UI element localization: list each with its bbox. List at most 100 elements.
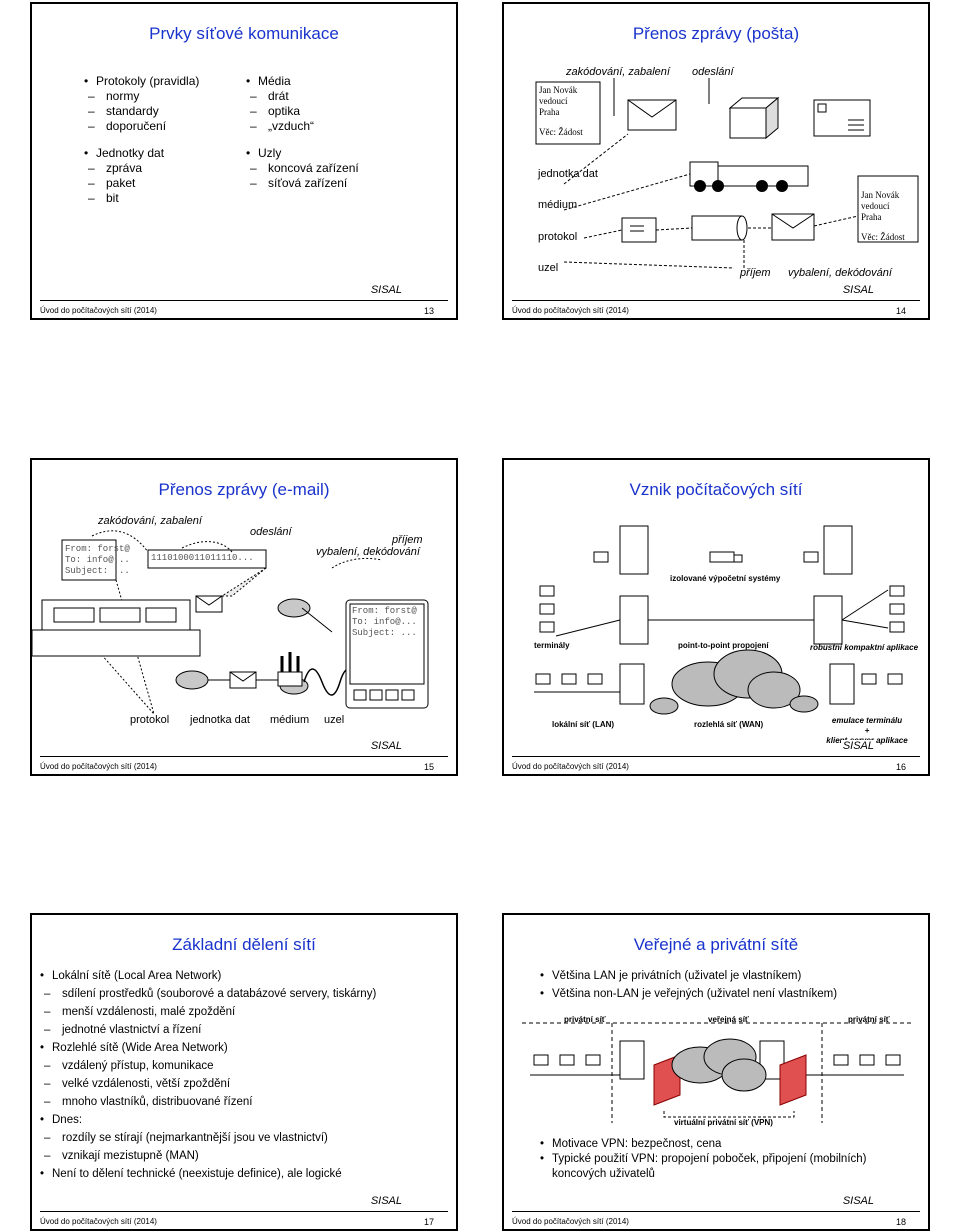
slide-footer: SISAL Úvod do počítačových sítí (2014) 1… xyxy=(504,1195,928,1229)
label-isolated: izolované výpočetní systémy xyxy=(670,574,781,583)
label-send: odeslání xyxy=(250,526,292,538)
label-p2p: point-to-point propojení xyxy=(678,641,769,650)
sub-bullet-item: bit xyxy=(84,191,234,206)
sub-bullet-item: velké vzdálenosti, větší zpoždění xyxy=(40,1075,450,1093)
sub-bullet-item: „vzduch“ xyxy=(246,119,416,134)
spacer xyxy=(246,134,416,146)
mail-header-received: From: forst@To: info@...Subject: ... xyxy=(352,606,417,638)
sub-bullet-item: normy xyxy=(84,89,234,104)
slide-footer: SISAL Úvod do počítačových sítí (2014) 1… xyxy=(32,284,456,318)
bullet-item: Typické použití VPN: propojení poboček, … xyxy=(540,1152,910,1182)
footer-brand: SISAL xyxy=(368,740,404,752)
slide-number: 15 xyxy=(423,762,434,772)
bullet-list-left: Protokoly (pravidla)normystandardydoporu… xyxy=(84,74,234,206)
label-node: uzel xyxy=(324,714,345,726)
footer-course: Úvod do počítačových sítí (2014) xyxy=(512,762,629,771)
label-private-1: privátní síť xyxy=(564,1015,606,1024)
slide-number: 17 xyxy=(423,1217,434,1227)
label-node: uzel xyxy=(538,262,559,274)
slide-title: Přenos zprávy (e-mail) xyxy=(158,480,330,499)
label-private-2: privátní síť xyxy=(848,1015,890,1024)
slide-number: 13 xyxy=(423,306,434,316)
label-send: odeslání xyxy=(692,66,734,78)
label-wan: rozlehlá síť (WAN) xyxy=(694,720,764,729)
sub-bullet-item: standardy xyxy=(84,104,234,119)
label-lan: lokální síť (LAN) xyxy=(552,720,615,729)
slide-title: Vznik počítačových sítí xyxy=(629,480,803,499)
label-unpack: vybalení, dekódování xyxy=(316,546,420,558)
label-protocol: protokol xyxy=(538,231,578,243)
sub-bullet-item: síťová zařízení xyxy=(246,176,416,191)
slide-number: 18 xyxy=(895,1217,906,1227)
label-encode: zakódování, zabalení xyxy=(566,66,670,78)
footer-brand: SISAL xyxy=(368,1195,404,1207)
network-evolution-diagram xyxy=(534,525,905,715)
footer-course: Úvod do počítačových sítí (2014) xyxy=(40,762,157,771)
label-unit: jednotka dat xyxy=(538,168,598,180)
label-receive: příjem xyxy=(392,534,423,546)
footer-course: Úvod do počítačových sítí (2014) xyxy=(512,1217,629,1226)
sub-bullet-item: drát xyxy=(246,89,416,104)
footer-course: Úvod do počítačových sítí (2014) xyxy=(512,306,629,315)
slide-16: Vznik počítačových sítí izolov xyxy=(502,458,930,776)
bullet-item: Protokoly (pravidla) xyxy=(84,74,234,89)
slide-13: Prvky síťové komunikace Protokoly (pravi… xyxy=(30,2,458,320)
footer-brand: SISAL xyxy=(840,740,876,752)
label-robust: robustní kompaktní aplikace xyxy=(810,643,919,652)
label-receive: příjem xyxy=(740,267,771,279)
slide-footer: SISAL Úvod do počítačových sítí (2014) 1… xyxy=(504,740,928,774)
bullet-item: Rozlehlé sítě (Wide Area Network) xyxy=(40,1039,450,1057)
label-medium: médium xyxy=(538,199,578,211)
bullet-item: Není to dělení technické (neexistuje def… xyxy=(40,1165,450,1183)
label-unpack: vybalení, dekódování xyxy=(788,267,892,279)
sub-bullet-item: optika xyxy=(246,104,416,119)
label-medium: médium xyxy=(270,714,310,726)
slide-17: Základní dělení sítí Lokální sítě (Local… xyxy=(30,913,458,1231)
sub-bullet-item: koncová zařízení xyxy=(246,161,416,176)
bullet-list: Lokální sítě (Local Area Network)sdílení… xyxy=(40,967,450,1183)
footer-brand: SISAL xyxy=(840,1195,876,1207)
label-public: veřejná síť xyxy=(708,1015,749,1024)
bullet-item: Motivace VPN: bezpečnost, cena xyxy=(540,1137,910,1152)
sub-bullet-item: mnoho vlastníků, distribuované řízení xyxy=(40,1093,450,1111)
bullet-item: Většina LAN je privátních (uživatel je v… xyxy=(540,967,920,985)
sub-bullet-item: menší vzdálenosti, malé zpoždění xyxy=(40,1003,450,1021)
sub-bullet-item: doporučení xyxy=(84,119,234,134)
email-diagram xyxy=(32,530,429,715)
sub-bullet-item: zpráva xyxy=(84,161,234,176)
sub-bullet-item: paket xyxy=(84,176,234,191)
footer-course: Úvod do počítačových sítí (2014) xyxy=(40,1217,157,1226)
label-vpn: virtuální privátní síť (VPN) xyxy=(674,1118,773,1127)
bullet-list-bottom: Motivace VPN: bezpečnost, cenaTypické po… xyxy=(540,1137,910,1182)
slide-18: Veřejné a privátní sítě Většina LAN je p… xyxy=(502,913,930,1231)
slide-number: 14 xyxy=(895,306,906,316)
slide-title: Přenos zprávy (pošta) xyxy=(632,24,800,43)
bullet-item: Uzly xyxy=(246,146,416,161)
slide-title: Prvky síťové komunikace xyxy=(149,24,339,43)
slide-footer: SISAL Úvod do počítačových sítí (2014) 1… xyxy=(32,740,456,774)
sub-bullet-item: vznikají mezistupně (MAN) xyxy=(40,1147,450,1165)
slide-title: Veřejné a privátní sítě xyxy=(633,935,799,954)
footer-brand: SISAL xyxy=(840,284,876,296)
sub-bullet-item: jednotné vlastnictví a řízení xyxy=(40,1021,450,1039)
sub-bullet-item: sdílení prostředků (souborové a databázo… xyxy=(40,985,450,1003)
bullet-item: Většina non-LAN je veřejných (uživatel n… xyxy=(540,985,920,1003)
mail-header-sent: From: forst@To: info@...Subject: ... xyxy=(65,544,130,576)
bullet-item: Jednotky dat xyxy=(84,146,234,161)
label-encode: zakódování, zabalení xyxy=(98,515,202,527)
bullet-list-top: Většina LAN je privátních (uživatel je v… xyxy=(540,967,920,1003)
slide-title: Základní dělení sítí xyxy=(172,935,316,954)
vpn-diagram xyxy=(522,1022,914,1123)
label-unit: jednotka dat xyxy=(190,714,250,726)
slide-number: 16 xyxy=(895,762,906,772)
spacer xyxy=(84,134,234,146)
sub-bullet-item: vzdálený přístup, komunikace xyxy=(40,1057,450,1075)
slide-15: Přenos zprávy (e-mail) xyxy=(30,458,458,776)
label-protocol: protokol xyxy=(130,714,170,726)
sub-bullet-item: rozdíly se stírají (nejmarkantnější jsou… xyxy=(40,1129,450,1147)
footer-course: Úvod do počítačových sítí (2014) xyxy=(40,306,157,315)
post-diagram xyxy=(535,78,919,269)
label-terminals: terminály xyxy=(534,641,570,650)
